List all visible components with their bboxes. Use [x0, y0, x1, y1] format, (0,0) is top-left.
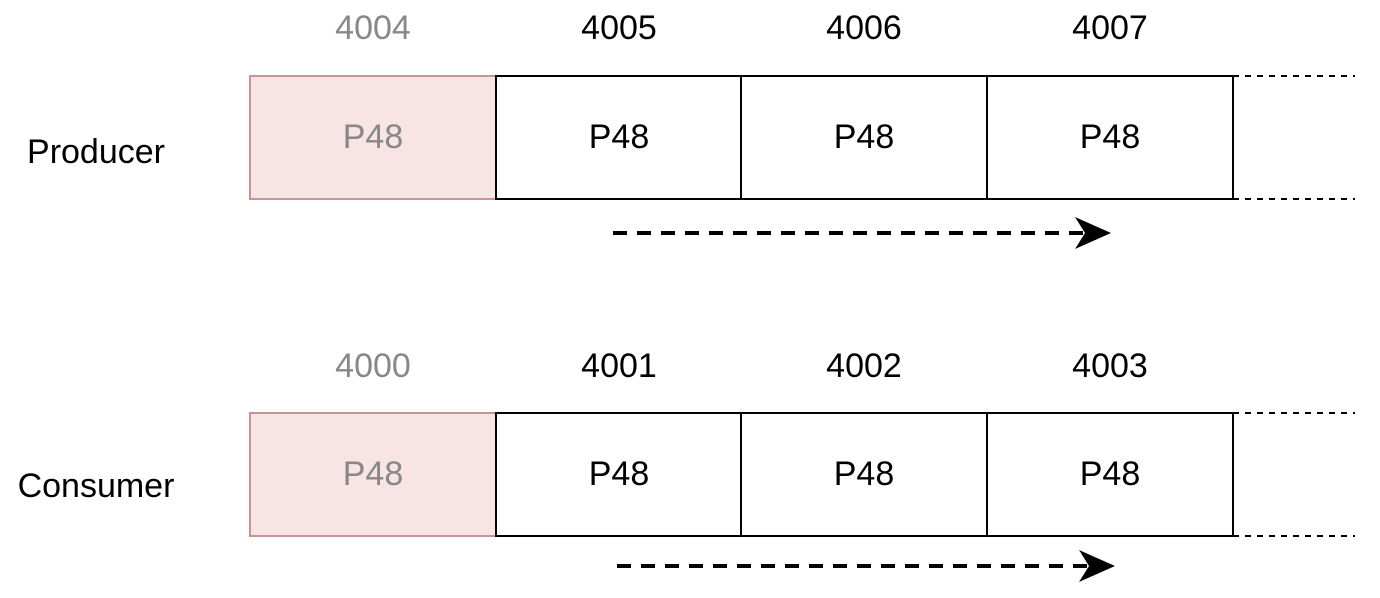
consumer-cell-3: P48 — [986, 412, 1234, 537]
consumer-offset-1: 4001 — [581, 347, 657, 385]
producer-label: Producer — [27, 133, 165, 171]
producer-cell-3: P48 — [986, 75, 1234, 200]
producer-offset-0: 4004 — [335, 9, 411, 47]
producer-offset-3: 4007 — [1072, 9, 1148, 47]
consumer-offset-3: 4003 — [1072, 347, 1148, 385]
consumer-offset-2: 4002 — [826, 347, 902, 385]
consumer-cell-consumed: P48 — [249, 412, 497, 537]
consumer-cell-1: P48 — [495, 412, 743, 537]
producer-cell-1: P48 — [495, 75, 743, 200]
consumer-cell-2: P48 — [740, 412, 988, 537]
producer-offset-2: 4006 — [826, 9, 902, 47]
producer-cell-consumed: P48 — [249, 75, 497, 200]
producer-cell-2: P48 — [740, 75, 988, 200]
consumer-direction-arrow — [617, 550, 1115, 582]
consumer-continuation — [1233, 412, 1355, 537]
producer-offset-1: 4005 — [581, 9, 657, 47]
producer-row: Producer 4004 4005 4006 4007 P48 P48 P48… — [0, 0, 1380, 249]
consumer-label: Consumer — [17, 467, 175, 505]
producer-direction-arrow — [613, 217, 1111, 249]
consumer-row: Consumer 4000 4001 4002 4003 P48 P48 P48… — [0, 338, 1380, 582]
consumer-offset-0: 4000 — [335, 347, 411, 385]
producer-continuation — [1233, 75, 1355, 200]
